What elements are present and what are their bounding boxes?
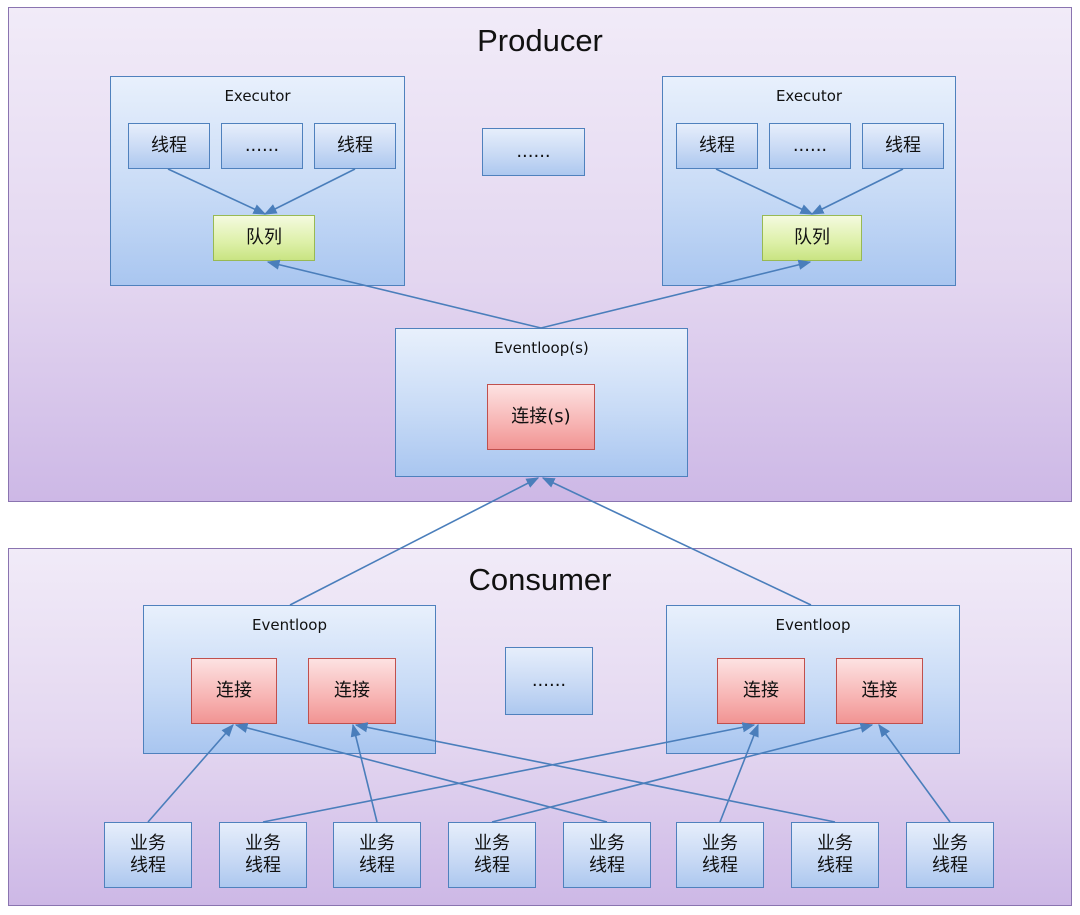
arrow-biz5-to-conn bbox=[234, 722, 608, 823]
business-thread-6: 业务 线程 bbox=[676, 822, 764, 888]
producer-ellipsis-box: ...... bbox=[482, 128, 585, 176]
consumer-left-connection-2: 连接 bbox=[308, 658, 396, 724]
producer-eventloop-title: Eventloop(s) bbox=[494, 339, 589, 357]
consumer-eventloop-right-title: Eventloop bbox=[775, 616, 851, 634]
executor-right-queue: 队列 bbox=[762, 215, 862, 261]
consumer-title: Consumer bbox=[468, 562, 612, 597]
executor-left-queue: 队列 bbox=[213, 215, 315, 261]
consumer-left-connection-1: 连接 bbox=[191, 658, 277, 724]
producer-connection: 连接(s) bbox=[487, 384, 595, 450]
executor-right-title: Executor bbox=[775, 87, 843, 105]
business-thread-7: 业务 线程 bbox=[791, 822, 879, 888]
business-thread-4: 业务 线程 bbox=[448, 822, 536, 888]
business-thread-5: 业务 线程 bbox=[563, 822, 651, 888]
executor-left-thread-1: 线程 bbox=[128, 123, 210, 169]
executor-right-thread-2: 线程 bbox=[862, 123, 944, 169]
arrow-biz8-to-conn bbox=[878, 723, 951, 823]
business-thread-8: 业务 线程 bbox=[906, 822, 994, 888]
arrow-eventloop-to-queue-left bbox=[266, 259, 542, 329]
arrow-biz4-to-conn bbox=[491, 722, 874, 823]
arrow-eventloop-to-queue-right bbox=[540, 259, 812, 329]
arrow-biz6-to-conn bbox=[719, 723, 759, 823]
consumer-right-connection-2: 连接 bbox=[836, 658, 923, 724]
arrow-biz1-to-conn bbox=[147, 724, 234, 823]
arrow-biz3-to-conn bbox=[350, 723, 378, 823]
business-thread-3: 业务 线程 bbox=[333, 822, 421, 888]
arrow-thread-to-queue-left-2 bbox=[263, 168, 356, 215]
executor-right-thread-ellipsis: ...... bbox=[769, 123, 851, 169]
arrow-biz7-to-conn bbox=[354, 722, 836, 823]
executor-left-thread-ellipsis: ...... bbox=[221, 123, 303, 169]
arrow-consumer-right-to-producer bbox=[541, 477, 812, 606]
business-thread-1: 业务 线程 bbox=[104, 822, 192, 888]
business-thread-2: 业务 线程 bbox=[219, 822, 307, 888]
executor-left-title: Executor bbox=[224, 87, 291, 105]
arrow-thread-to-queue-right-2 bbox=[810, 168, 904, 215]
executor-left-thread-2: 线程 bbox=[314, 123, 396, 169]
consumer-right-connection-1: 连接 bbox=[717, 658, 805, 724]
arrow-thread-to-queue-left-1 bbox=[167, 168, 267, 215]
arrow-consumer-left-to-producer bbox=[289, 477, 540, 606]
consumer-ellipsis-box: ...... bbox=[505, 647, 593, 715]
arrow-thread-to-queue-right-1 bbox=[715, 168, 814, 215]
arrow-biz2-to-conn bbox=[262, 722, 756, 823]
executor-right-thread-1: 线程 bbox=[676, 123, 758, 169]
consumer-eventloop-left-title: Eventloop bbox=[251, 616, 327, 634]
producer-title: Producer bbox=[477, 23, 603, 58]
